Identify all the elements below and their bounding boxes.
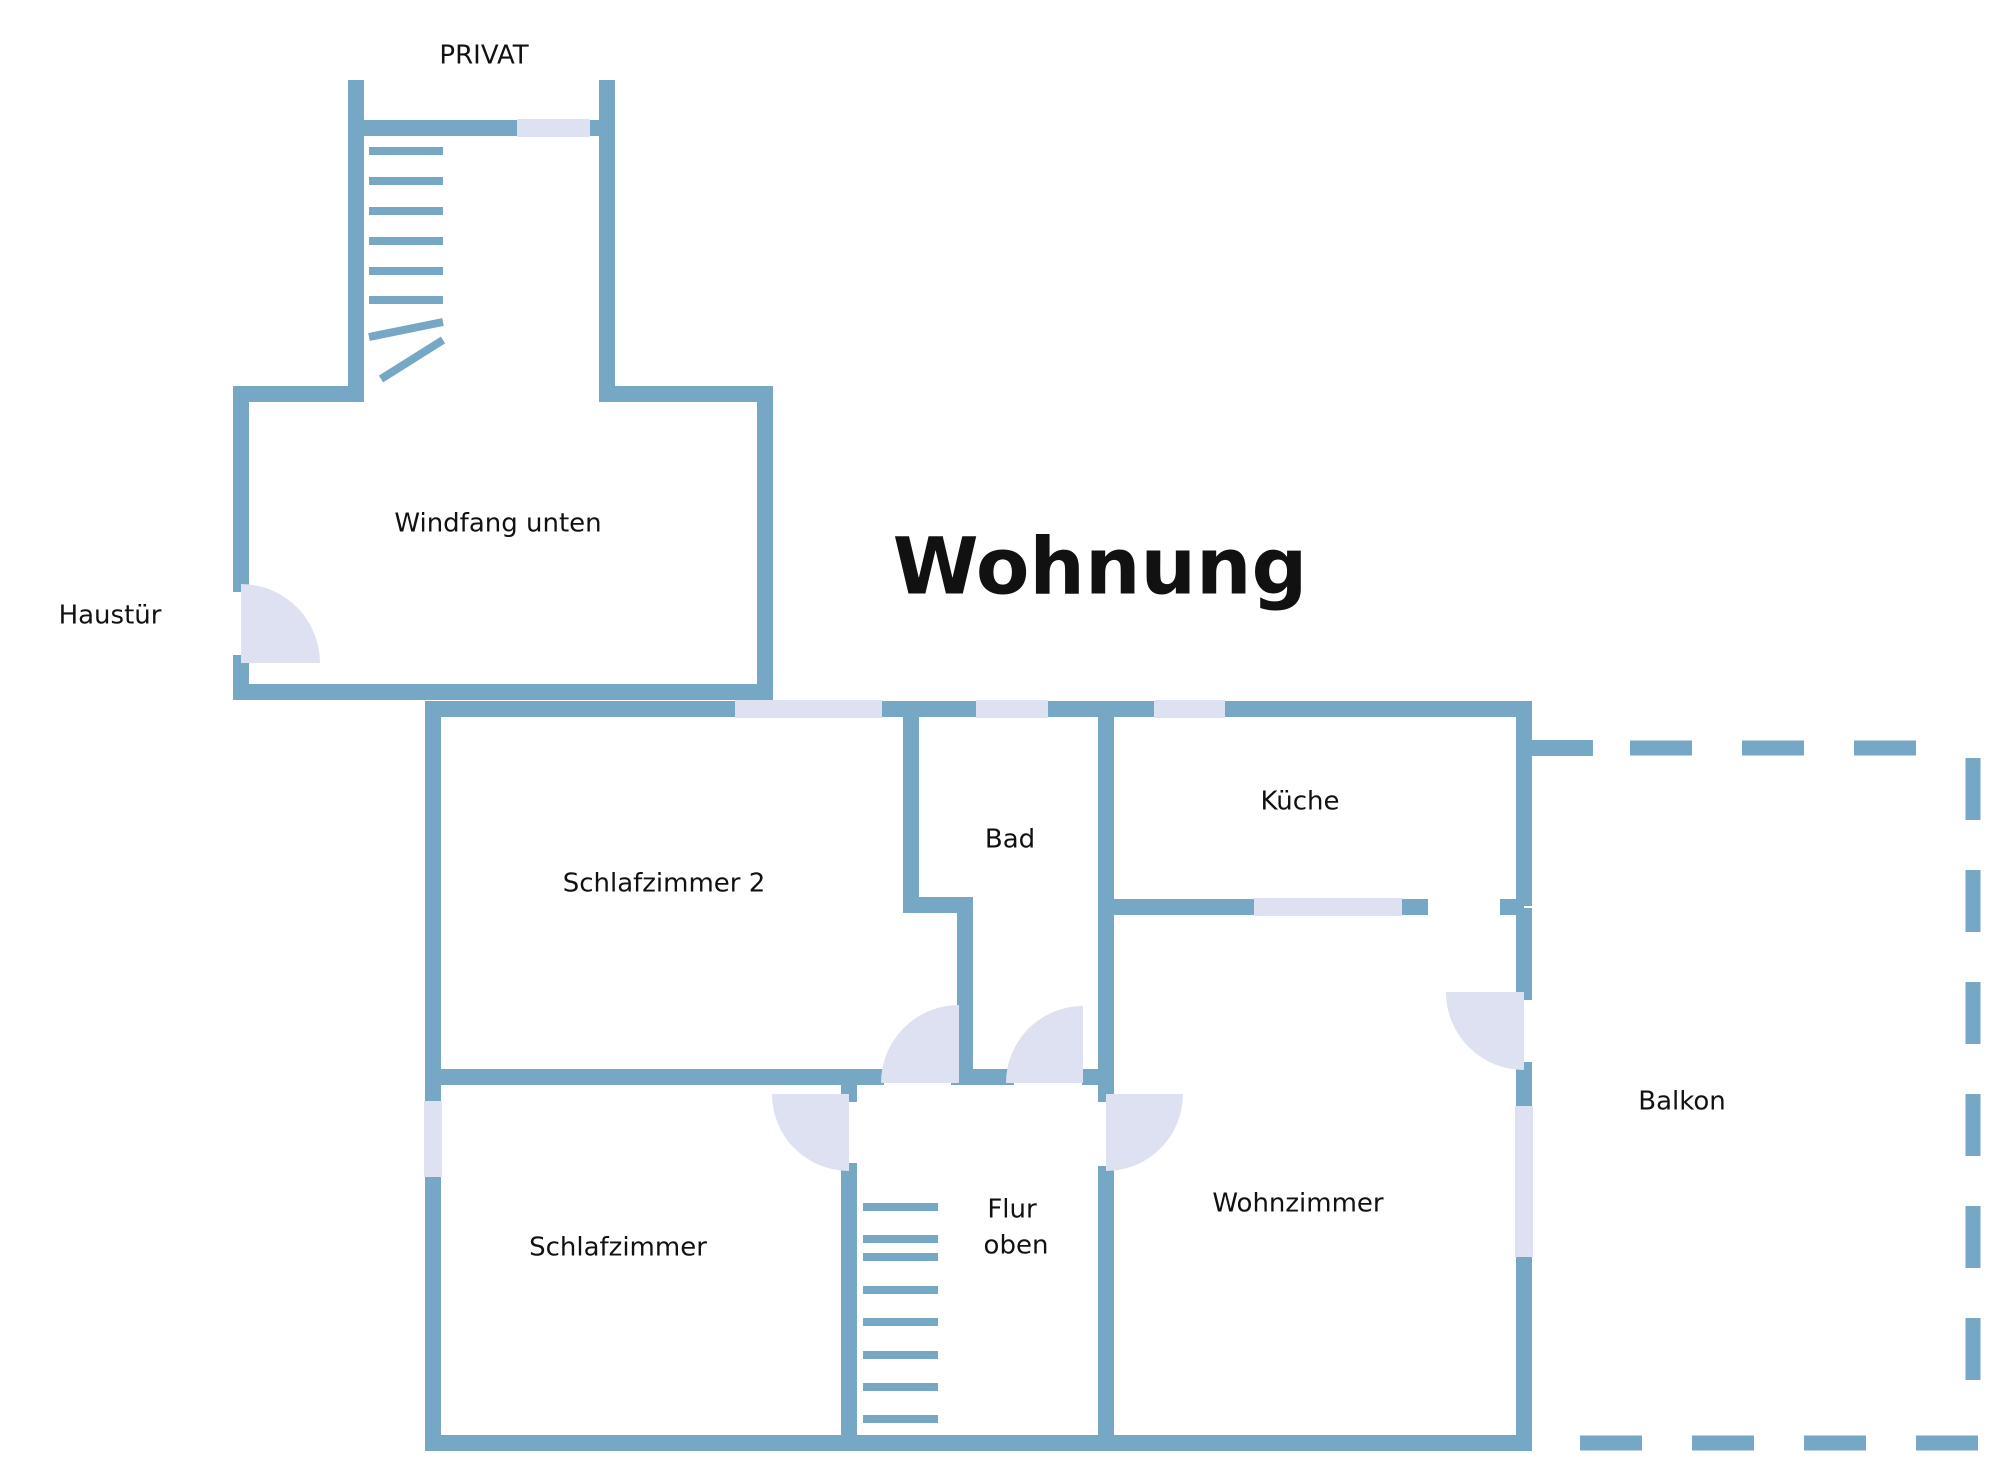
door-wohnzimmer: [1106, 1094, 1183, 1171]
door-schlafzimmer2: [881, 1005, 959, 1083]
label-windfang: Windfang unten: [394, 509, 601, 539]
label-flur-line2: oben: [984, 1231, 1049, 1261]
apartment-walls: [424, 700, 1533, 1451]
staircase-flur: [863, 1203, 938, 1423]
windfang-walls: [233, 386, 773, 700]
label-flur-line1: Flur: [987, 1195, 1037, 1225]
label-kueche: Küche: [1260, 787, 1339, 817]
label-schlafzimmer2: Schlafzimmer 2: [563, 869, 766, 899]
label-balkon: Balkon: [1638, 1087, 1726, 1117]
door-balkon: [1446, 992, 1524, 1070]
door-schlafzimmer: [772, 1094, 849, 1171]
front-door-swing: [241, 584, 320, 663]
door-bad: [1006, 1006, 1083, 1083]
label-schlafzimmer: Schlafzimmer: [529, 1233, 707, 1263]
label-privat: PRIVAT: [439, 41, 528, 71]
label-bad: Bad: [985, 825, 1035, 855]
stairwell-walls: [348, 80, 615, 402]
label-haustuer: Haustür: [59, 601, 162, 631]
door-swings: [772, 992, 1524, 1171]
balcony-outline: [1523, 740, 1981, 1451]
staircase-lower: [368, 147, 446, 383]
title-wohnung: Wohnung: [893, 522, 1308, 612]
label-wohnzimmer: Wohnzimmer: [1212, 1189, 1384, 1219]
